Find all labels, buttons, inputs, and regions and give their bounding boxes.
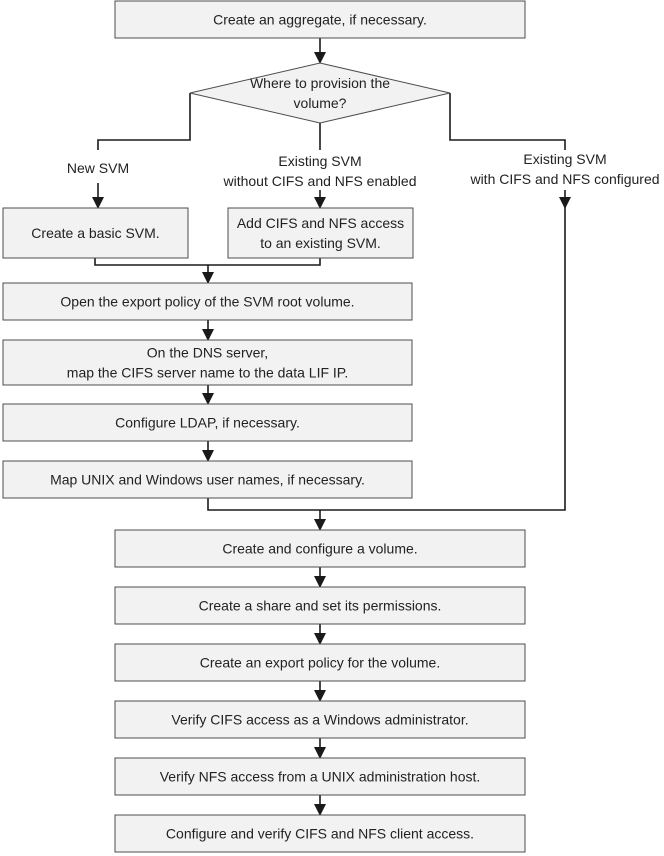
open-export-policy-step-label-line-1: Open the export policy of the SVM root v…	[60, 294, 354, 310]
connector-decision-left	[97, 93, 191, 150]
connector-map-join	[207, 498, 320, 511]
create-basic-svm-step	[2, 207, 189, 259]
dns-map-step-label-line-1: On the DNS server,	[147, 345, 268, 361]
verify-nfs-step	[114, 757, 526, 796]
create-share-step	[114, 586, 526, 625]
connector-decision-right	[449, 93, 566, 150]
connector-right-long-line	[320, 207, 566, 511]
configure-client-step	[114, 814, 526, 853]
configure-ldap-step	[2, 403, 413, 442]
create-export-policy-step	[114, 643, 526, 682]
create-volume-step	[114, 529, 526, 568]
verify-cifs-step	[114, 700, 526, 739]
create-export-policy-step-label-line-1: Create an export policy for the volume.	[200, 655, 440, 671]
create-volume-step-label-line-1: Create and configure a volume.	[222, 541, 417, 557]
connector-merge-bar	[94, 258, 321, 266]
flow-labels: Create an aggregate, if necessary. Create…	[31, 12, 659, 842]
configure-client-step-label-line-1: Configure and verify CIFS and NFS client…	[166, 826, 474, 842]
dns-map-step	[2, 339, 413, 386]
branch-new-svm-label-line-1: New SVM	[67, 160, 129, 176]
branch-existing-with-label-line-1: Existing SVM	[523, 151, 606, 167]
flow-connectors	[92, 38, 571, 816]
create-aggregate-step-label-line-1: Create an aggregate, if necessary.	[213, 12, 427, 28]
create-share-step-label-line-1: Create a share and set its permissions.	[199, 598, 442, 614]
verify-cifs-step-label-line-1: Verify CIFS access as a Windows administ…	[171, 712, 468, 728]
create-basic-svm-step-label-line-1: Create a basic SVM.	[31, 225, 159, 241]
branch-existing-without-label-line-1: Existing SVM	[278, 153, 361, 169]
decision-label-line-2: volume?	[294, 95, 347, 111]
dns-map-step-label-line-2: map the CIFS server name to the data LIF…	[67, 365, 348, 381]
open-export-policy-step	[2, 282, 413, 321]
decision-label-line-1: Where to provision the	[250, 75, 390, 91]
add-access-step-label-line-2: to an existing SVM.	[260, 235, 381, 251]
configure-ldap-step-label-line-1: Configure LDAP, if necessary.	[115, 415, 300, 431]
create-aggregate-step	[114, 0, 526, 39]
add-access-step-label-line-1: Add CIFS and NFS access	[237, 215, 404, 231]
verify-nfs-step-label-line-1: Verify NFS access from a UNIX administra…	[160, 769, 481, 785]
map-user-names-step	[2, 460, 413, 499]
flow-shapes	[2, 0, 526, 853]
branch-existing-without-label-line-2: without CIFS and NFS enabled	[223, 173, 417, 189]
add-access-step	[227, 207, 414, 259]
map-user-names-step-label-line-1: Map UNIX and Windows user names, if nece…	[50, 472, 365, 488]
decision-diamond	[189, 62, 451, 124]
branch-existing-with-label-line-2: with CIFS and NFS configured	[469, 171, 659, 187]
